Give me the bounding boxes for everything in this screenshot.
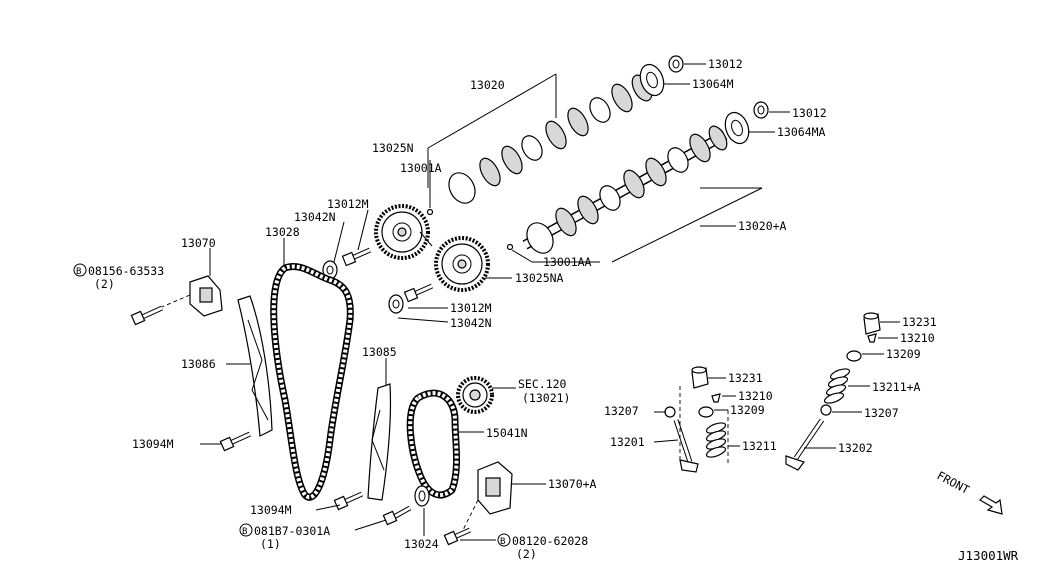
callout-13042n-bottom: 13042N xyxy=(450,316,492,330)
bolt-13094m-bottom xyxy=(333,491,364,511)
callout-13209-left: 13209 xyxy=(730,403,765,417)
bolt-callout-081b7: B 081B7-0301A (1) xyxy=(239,523,330,551)
bolt-qty-08120: (2) xyxy=(516,547,537,561)
callout-13012-upper: 13012 xyxy=(708,57,743,71)
chain-guide-13086 xyxy=(237,295,273,437)
bolt-08120-62028 xyxy=(443,527,472,546)
dowel-pin-13001a xyxy=(426,208,434,216)
cam-sprocket-13025na xyxy=(434,236,490,292)
callout-13231-right: 13231 xyxy=(902,315,937,329)
leader-lines xyxy=(200,63,900,541)
callout-13210-right: 13210 xyxy=(900,331,935,345)
bolt-081b7-0301a xyxy=(382,505,412,526)
callout-13231-left: 13231 xyxy=(728,371,763,385)
bolt-part-081b7: 081B7-0301A xyxy=(254,524,330,538)
signal-plate-13064ma xyxy=(724,111,750,145)
callout-13025n: 13025N xyxy=(372,141,414,155)
cap-13012-lower xyxy=(753,101,769,119)
bolt-qty-081b7: (1) xyxy=(260,537,281,551)
washer-13042n-top xyxy=(322,260,338,280)
valve-collet-13210-left xyxy=(711,393,721,403)
idler-sprocket-13024 xyxy=(414,485,430,507)
valve-collet-13210-right xyxy=(867,333,877,343)
callout-13042n-top: 13042N xyxy=(294,210,336,224)
callout-13025na: 13025NA xyxy=(515,271,564,285)
bolt-callout-08156: B 08156-63533 (2) xyxy=(73,263,164,291)
valve-13201-left xyxy=(673,419,699,473)
callout-13202: 13202 xyxy=(838,441,873,455)
callout-13070a: 13070+A xyxy=(548,477,597,491)
bolt-symbol-icon: B xyxy=(76,267,81,277)
bolt-08156-63533 xyxy=(130,305,164,326)
dowel-pin-13001aa xyxy=(506,243,514,251)
camshaft-lower xyxy=(522,125,728,254)
cap-13012-upper xyxy=(668,55,684,73)
callout-13012m-top: 13012M xyxy=(327,197,369,211)
timing-chain-13028 xyxy=(270,263,354,501)
tension-guide-13085 xyxy=(367,383,392,501)
valve-13202-right xyxy=(785,418,825,471)
callout-13024: 13024 xyxy=(404,537,439,551)
bolt-13012m-bottom xyxy=(403,283,434,303)
callout-13211-left: 13211 xyxy=(742,439,777,453)
valve-seal-13207-left xyxy=(664,406,676,418)
chain-tensioner-13070 xyxy=(149,275,223,317)
oil-pump-chain-15041n xyxy=(406,389,461,499)
callout-13020: 13020 xyxy=(470,78,505,92)
valve-lifter-13231-right xyxy=(863,312,881,335)
chain-tensioner-13070a xyxy=(461,461,513,533)
callout-13070: 13070 xyxy=(181,236,216,250)
valve-seal-13207-right xyxy=(820,404,832,416)
callout-13210-left: 13210 xyxy=(738,389,773,403)
bolt-callout-08120: B 08120-62028 (2) xyxy=(497,533,588,561)
callout-13094m-bottom: 13094M xyxy=(250,503,292,517)
callout-sec120: SEC.120 xyxy=(518,377,567,391)
callout-13207-left: 13207 xyxy=(604,404,639,418)
signal-plate-13064m xyxy=(639,63,665,97)
callout-15041n: 15041N xyxy=(486,426,528,440)
bolt-13094m-left xyxy=(219,431,252,452)
callout-13001aa: 13001AA xyxy=(543,255,592,269)
front-label: FRONT xyxy=(935,468,972,497)
callout-13085: 13085 xyxy=(362,345,397,359)
callout-13207-right: 13207 xyxy=(864,406,899,420)
spring-retainer-13209-left xyxy=(698,406,714,418)
valve-spring-13211a-right xyxy=(823,368,851,404)
callout-13012m-bottom: 13012M xyxy=(450,301,492,315)
callout-13064ma: 13064MA xyxy=(777,125,826,139)
cam-sprocket-13025n xyxy=(374,204,430,260)
valve-spring-13211-left xyxy=(705,422,727,458)
bolt-qty-08156: (2) xyxy=(94,277,115,291)
crank-sprocket-sec120 xyxy=(456,376,494,414)
diagram-code: J13001WR xyxy=(958,548,1019,563)
valve-group-left-frame xyxy=(679,386,729,466)
callout-13094m-left: 13094M xyxy=(132,437,174,451)
bolt-symbol-icon: B xyxy=(500,537,505,547)
callout-13211a-right: 13211+A xyxy=(872,380,921,394)
front-arrow-indicator: FRONT xyxy=(935,468,1003,515)
callout-13020a: 13020+A xyxy=(738,219,787,233)
valve-lifter-13231-left xyxy=(691,366,709,389)
callout-13012-lower: 13012 xyxy=(792,106,827,120)
callout-13064m: 13064M xyxy=(692,77,734,91)
part-labels: 13012 13064M 13020 13012 13064MA 13025N … xyxy=(132,57,937,551)
callout-13209-right: 13209 xyxy=(886,347,921,361)
callout-13201: 13201 xyxy=(610,435,645,449)
bolt-part-08120: 08120-62028 xyxy=(512,534,588,548)
callout-13086: 13086 xyxy=(181,357,216,371)
washer-13042n-bottom xyxy=(388,294,404,314)
callout-13021: (13021) xyxy=(522,391,570,405)
callout-13028: 13028 xyxy=(265,225,300,239)
bolt-symbol-icon: B xyxy=(242,527,247,537)
callout-13001a: 13001A xyxy=(400,161,442,175)
spring-retainer-13209-right xyxy=(846,350,862,362)
camshaft-upper xyxy=(438,74,662,204)
bolt-13012m-top xyxy=(341,247,372,267)
bolt-part-08156: 08156-63533 xyxy=(88,264,164,278)
